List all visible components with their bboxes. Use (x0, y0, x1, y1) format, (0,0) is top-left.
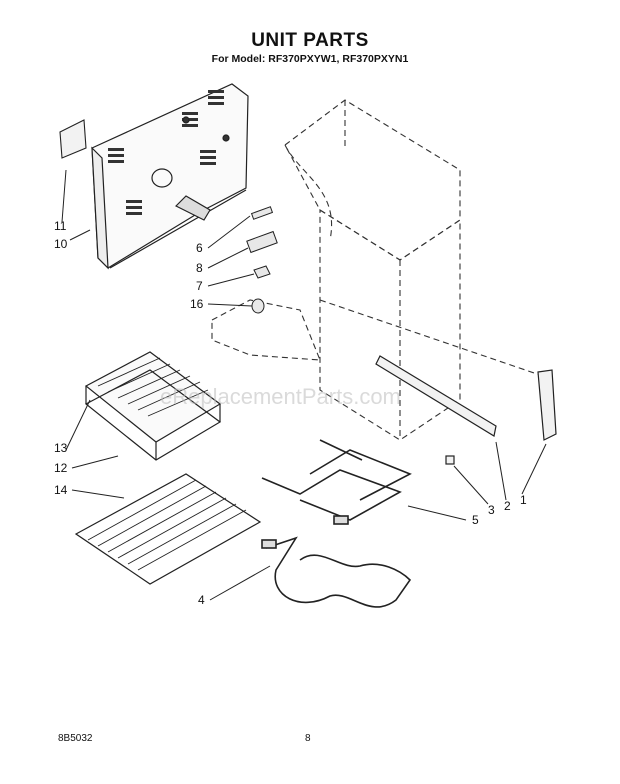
oven-cavity-outline (211, 99, 541, 441)
callout-7: 7 (196, 279, 203, 293)
callout-5: 5 (472, 513, 479, 527)
side-trim (375, 355, 557, 465)
callout-3: 3 (488, 503, 495, 517)
callout-2: 2 (504, 499, 511, 513)
callout-12: 12 (54, 461, 68, 475)
page-number: 8 (305, 733, 311, 744)
callout-6: 6 (196, 241, 203, 255)
callout-10: 10 (54, 237, 68, 251)
small-parts (246, 206, 278, 314)
broil-element (261, 439, 412, 525)
rear-panel (91, 83, 249, 270)
broiler-pan (84, 351, 222, 461)
callout-11: 11 (54, 219, 67, 233)
callout-4: 4 (198, 593, 205, 607)
callout-1: 1 (520, 493, 527, 507)
callout-16: 16 (190, 297, 204, 311)
callout-14: 14 (54, 483, 68, 497)
leader-lines (61, 169, 547, 601)
document-number: 8B5032 (58, 733, 93, 744)
watermark-text: eReplacementParts.com (160, 384, 401, 409)
bake-element (261, 536, 412, 608)
callout-13: 13 (54, 441, 68, 455)
diagram-title: UNIT PARTS (251, 30, 369, 51)
callout-8: 8 (196, 261, 203, 275)
insulation-pad (59, 119, 87, 159)
oven-rack (74, 473, 262, 585)
model-subtitle: For Model: RF370PXYW1, RF370PXYN1 (211, 53, 409, 65)
